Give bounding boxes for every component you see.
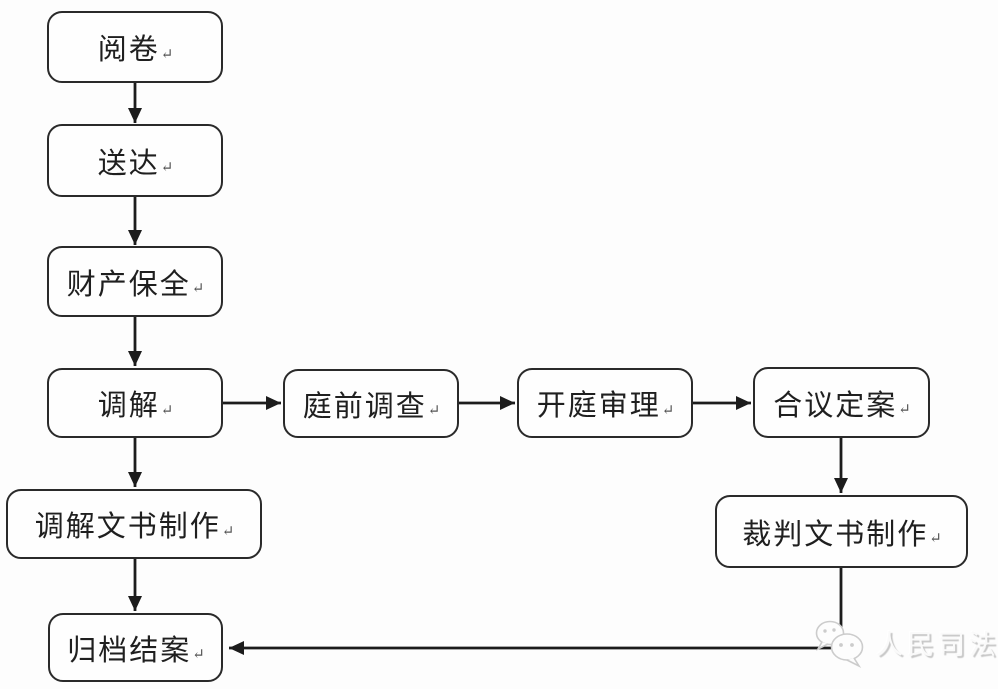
node-label: 送达	[97, 147, 160, 180]
node-label: 调解文书制作	[34, 511, 221, 543]
watermark-text: 人民司法	[876, 629, 998, 660]
return-mark: ↵	[160, 402, 174, 419]
node-caichanbaoquan: 财产保全↵	[47, 246, 223, 317]
arrow-caipanwenshu-guidangjiean	[229, 568, 843, 655]
node-caipanwenshuzhizuo: 裁判文书制作↵	[715, 495, 968, 568]
node-tiaojiewenshuzhizuo: 调解文书制作↵	[6, 489, 262, 559]
node-yuejuan: 阅卷↵	[47, 11, 223, 83]
node-label: 裁判文书制作	[742, 518, 929, 551]
return-mark: ↵	[192, 647, 205, 663]
node-label: 开庭审理	[536, 390, 661, 422]
return-mark: ↵	[427, 403, 441, 419]
node-guidangjiean: 归档结案↵	[48, 613, 223, 682]
return-mark: ↵	[929, 531, 942, 547]
node-label: 庭前调查	[302, 390, 427, 423]
return-mark: ↵	[191, 281, 205, 297]
return-mark: ↵	[160, 46, 174, 63]
wechat-logo-icon	[815, 620, 864, 668]
return-mark: ↵	[160, 160, 174, 176]
node-label: 阅卷	[97, 34, 160, 66]
return-mark: ↵	[661, 402, 675, 419]
node-kaitingshenli: 开庭审理↵	[517, 368, 693, 438]
node-label: 合议定案	[773, 389, 898, 422]
node-tingqiandiaocha: 庭前调查↵	[283, 369, 459, 438]
return-mark: ↵	[898, 402, 911, 418]
node-heyidingan: 合议定案↵	[753, 367, 930, 438]
watermark: 人民司法	[812, 614, 998, 670]
node-label: 调解	[97, 390, 160, 422]
node-label: 财产保全	[66, 268, 191, 301]
return-mark: ↵	[221, 523, 235, 540]
node-tiaojie: 调解↵	[47, 368, 223, 438]
node-label: 归档结案	[67, 634, 192, 667]
node-songda: 送达↵	[47, 124, 223, 197]
